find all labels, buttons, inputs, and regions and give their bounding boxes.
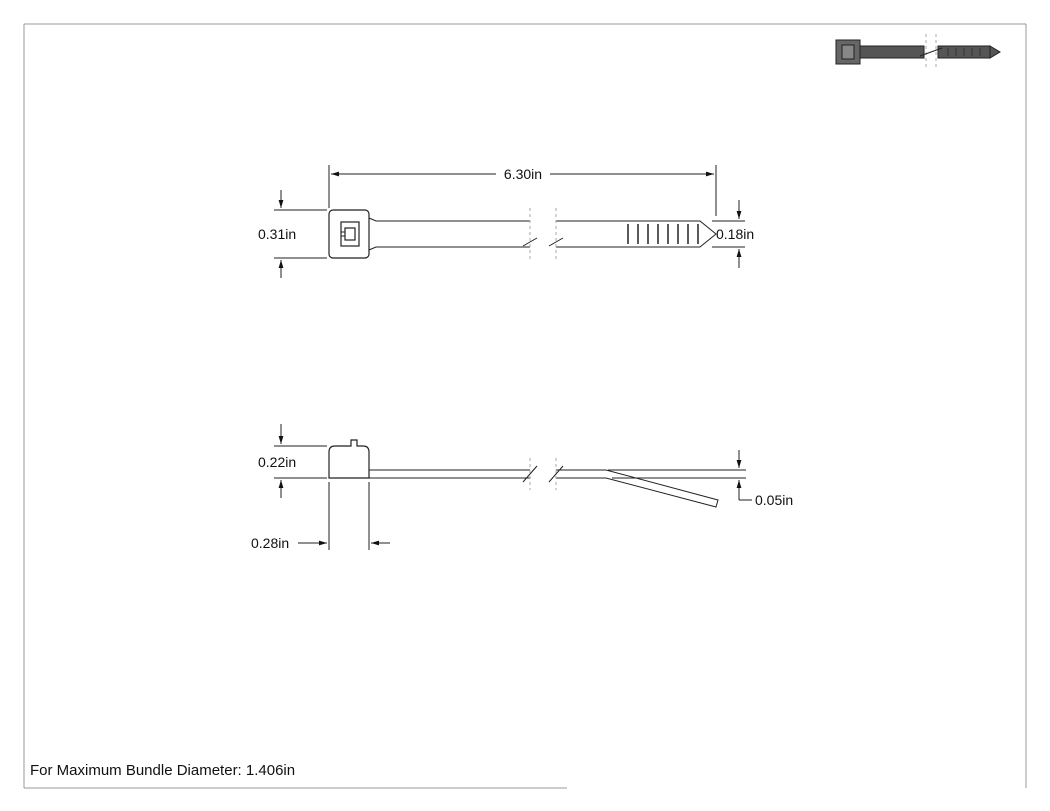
length-label: 6.30in: [504, 166, 542, 182]
head-length-label: 0.28in: [251, 535, 289, 551]
thickness-label: 0.05in: [755, 492, 793, 508]
tip-width-label: 0.18in: [716, 226, 754, 242]
head-width-label: 0.31in: [258, 226, 296, 242]
dimension-length: 6.30in: [328, 165, 717, 216]
dimension-head-length: 0.28in: [251, 482, 390, 551]
dimension-tip-width: 0.18in: [712, 200, 754, 268]
cable-tie-side-view: [328, 439, 719, 508]
cable-tie-top-view: [328, 208, 717, 260]
footer-note: For Maximum Bundle Diameter: 1.406in: [30, 762, 295, 779]
cable-tie-thumbnail-icon: [835, 34, 1001, 70]
dimension-head-height: 0.22in: [258, 424, 327, 498]
dimension-head-width: 0.31in: [258, 190, 327, 278]
head-height-label: 0.22in: [258, 454, 296, 470]
sheet-border: [23, 23, 1027, 789]
dimension-thickness: 0.05in: [608, 450, 793, 508]
